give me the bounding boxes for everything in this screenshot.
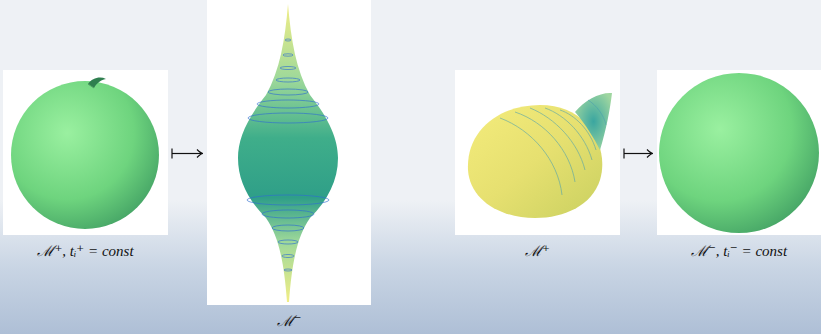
- surface-panel: ℳ⁺: [455, 70, 620, 260]
- maps-to-arrow: [624, 149, 653, 159]
- surface-caption: ℳ⁻: [277, 310, 302, 330]
- surface-caption: ℳ⁺, tᵢ⁺ = const: [37, 240, 133, 260]
- image-panel: [657, 70, 821, 235]
- maps-to-arrow: [172, 149, 203, 159]
- image-panel: [207, 0, 371, 305]
- surface-caption: ℳ⁺: [525, 240, 550, 260]
- round-sphere: [659, 73, 819, 233]
- surface-caption: ℳ⁻, tᵢ⁻ = const: [691, 240, 787, 260]
- image-panel: [455, 70, 620, 235]
- spindle-surface: [238, 4, 338, 302]
- surface-panel: ℳ⁺, tᵢ⁺ = const: [3, 70, 168, 260]
- cut-sphere: [11, 78, 159, 229]
- surface-panel: ℳ⁻, tᵢ⁻ = const: [657, 70, 821, 260]
- shell-surface: [468, 93, 612, 218]
- surface-panel: ℳ⁻: [207, 0, 371, 330]
- image-panel: [3, 70, 168, 235]
